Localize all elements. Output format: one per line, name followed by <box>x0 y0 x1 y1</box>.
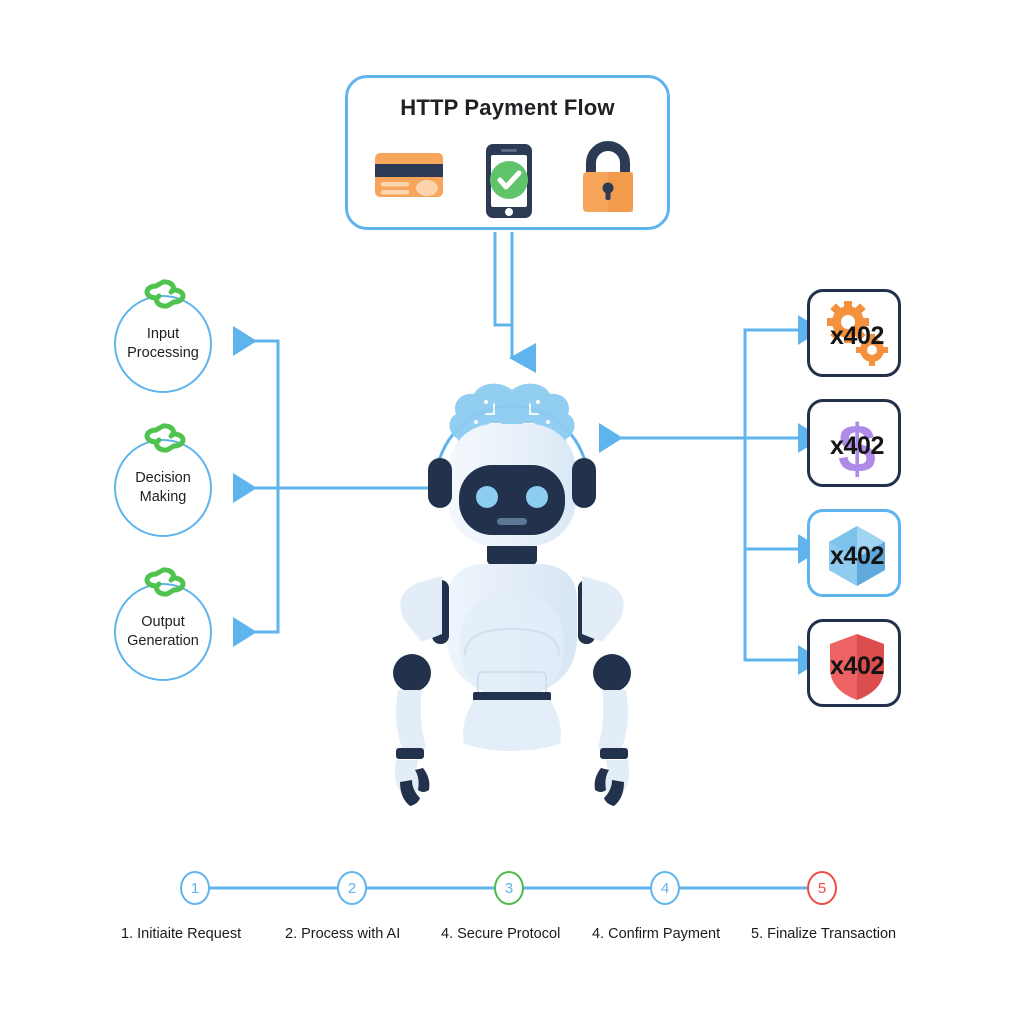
page-title: HTTP Payment Flow <box>400 95 615 120</box>
protocol-label: x402 <box>829 651 884 680</box>
protocol-card-shield[interactable]: x402 <box>807 619 901 707</box>
connector-trunk-to-gears <box>743 315 822 438</box>
timeline-node-number: 3 <box>504 879 514 897</box>
dollar-sign-icon: $ <box>838 411 876 487</box>
connector-robot-to-input <box>233 326 280 488</box>
chain-link-icon <box>144 567 186 597</box>
robot-belt <box>473 692 551 701</box>
timeline-node-5[interactable]: 5 <box>807 871 837 905</box>
timeline-caption-3: 4. Secure Protocol <box>441 926 561 942</box>
timeline-node-1[interactable]: 1 <box>180 871 210 905</box>
stage-label: Decision Making <box>135 470 191 505</box>
timeline-node-2[interactable]: 2 <box>337 871 367 905</box>
timeline-caption-4: 4. Confirm Payment <box>592 926 721 942</box>
robot-eye-right <box>526 486 548 508</box>
robot-ear-left <box>428 458 452 508</box>
protocol-card-cube[interactable]: x402 <box>807 509 901 597</box>
connector-trunk-to-shield <box>743 438 822 675</box>
connector-robot-to-output <box>233 488 280 647</box>
protocol-label: x402 <box>829 431 884 460</box>
chain-link-icon <box>144 279 186 309</box>
timeline-node-4[interactable]: 4 <box>650 871 680 905</box>
timeline-node-number: 2 <box>347 879 357 897</box>
credit-card-icon <box>375 153 443 197</box>
connector-card-branch <box>493 232 512 327</box>
mobile-payment-success-icon <box>486 144 532 218</box>
protocol-card-dollar[interactable]: $ x402 <box>807 399 901 487</box>
robot-mouth <box>497 518 527 525</box>
timeline-node-number: 1 <box>190 879 200 897</box>
timeline-node-number: 4 <box>660 879 670 897</box>
robot-face-plate <box>459 465 565 535</box>
svg-text:$: $ <box>838 411 876 487</box>
sidebar-item-decision-making[interactable]: Decision Making <box>114 439 212 537</box>
robot-eye-left <box>476 486 498 508</box>
timeline-node-number: 5 <box>817 879 827 897</box>
padlock-icon <box>583 141 633 212</box>
protocol-label: x402 <box>829 321 884 350</box>
timeline-caption-2: 2. Process with AI <box>285 926 401 942</box>
sidebar-item-output-generation[interactable]: Output Generation <box>114 583 212 681</box>
protocol-label: x402 <box>829 541 884 570</box>
stage-label: Input Processing <box>127 326 199 361</box>
stage-label: Output Generation <box>127 614 199 649</box>
robot-ear-right <box>572 458 596 508</box>
robot-arm-left <box>393 576 442 806</box>
protocol-card-gears[interactable]: x402 <box>807 289 901 377</box>
robot-arm-right <box>582 576 631 806</box>
gears-icon <box>827 301 888 366</box>
chain-link-icon <box>144 423 186 453</box>
timeline-node-3[interactable]: 3 <box>494 871 524 905</box>
sidebar-item-input-processing[interactable]: Input Processing <box>114 295 212 393</box>
hexagon-cube-icon <box>829 526 885 586</box>
timeline-caption-5: 5. Finalize Transaction <box>751 926 897 942</box>
shield-icon <box>830 634 884 700</box>
robot-hips <box>463 700 561 751</box>
timeline-caption-1: 1. Initiaite Request <box>121 926 242 942</box>
